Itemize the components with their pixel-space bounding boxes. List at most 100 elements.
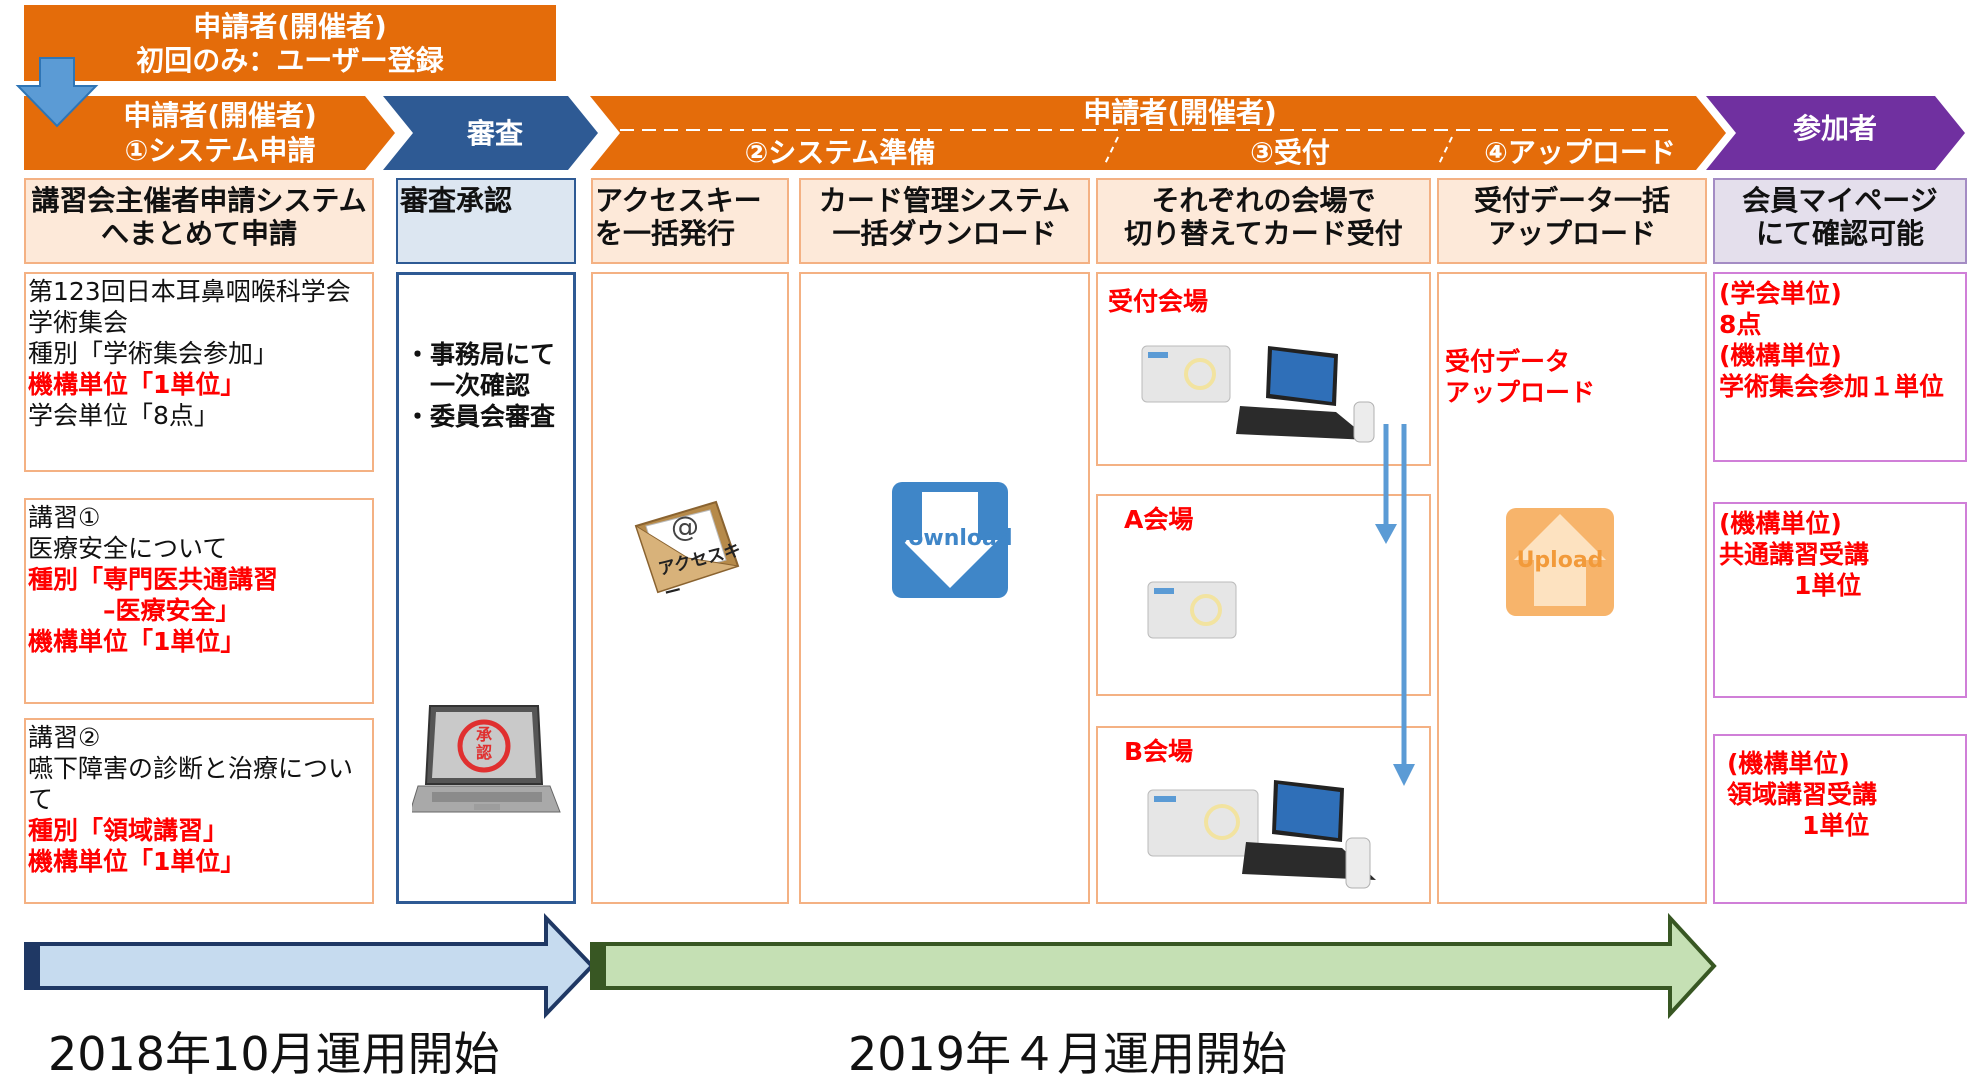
participant-entry-1-line-3: (機構単位) bbox=[1719, 341, 1842, 370]
review-point-1: ・事務局にて bbox=[405, 340, 556, 369]
approval-stamp-text: 承認 bbox=[475, 725, 492, 762]
apply-entry-1-line-2: 学術集会 bbox=[28, 308, 129, 337]
participant-entry-1-line-2: 8点 bbox=[1719, 310, 1762, 339]
venue-b-label: B会場 bbox=[1124, 737, 1194, 766]
registration-arrow bbox=[15, 57, 99, 128]
envelope-at-sign: @ bbox=[671, 510, 699, 543]
participant-entry-3-line-3: 1単位 bbox=[1727, 811, 1870, 840]
apply-label-line2: へまとめて申請 bbox=[100, 217, 297, 250]
reception-equipment bbox=[1141, 345, 1375, 443]
participant-entry-1-line-1: (学会単位) bbox=[1719, 279, 1842, 308]
apply-entry-2: 講習① 医療安全について 種別「専門医共通講習 –医療安全」 機構単位「1単位」 bbox=[24, 498, 374, 704]
approval-laptop-icon bbox=[412, 705, 561, 813]
apply-entry-3-line-2: 嚥下障害の診断と治療につい bbox=[28, 754, 354, 783]
member-card-icon bbox=[1141, 345, 1231, 403]
top-banner: 申請者(開催者) 初回のみ：ユーザー登録 bbox=[24, 5, 556, 81]
step1-header-line2: ①システム申請 bbox=[124, 134, 316, 167]
participant-entry-2-line-2: 共通講習受講 bbox=[1719, 540, 1870, 569]
main-chevron bbox=[590, 96, 1726, 170]
apply-entry-3-line-3: て bbox=[28, 785, 54, 814]
apply-entry-1-line-1: 第123回日本耳鼻咽喉科学会 bbox=[28, 277, 351, 306]
approve-label-box: 審査承認 bbox=[396, 178, 576, 264]
header-divider-2 bbox=[1437, 136, 1453, 167]
review-chevron bbox=[383, 96, 598, 170]
participant-entry-3-line-2: 領域講習受講 bbox=[1727, 780, 1878, 809]
mypage-label-line2: にて確認可能 bbox=[1755, 217, 1924, 250]
step1-header-line1: 申請者(開催者) bbox=[123, 99, 317, 132]
card-system-label-box: カード管理システム 一括ダウンロード bbox=[799, 178, 1090, 264]
card-system-label-line2: 一括ダウンロード bbox=[832, 217, 1057, 250]
review-point-3: ・委員会審査 bbox=[405, 402, 556, 431]
access-key-label-line2: を一括発行 bbox=[595, 217, 736, 250]
review-header: 審査 bbox=[466, 117, 523, 150]
step3-header: ③受付 bbox=[1250, 136, 1330, 169]
access-key-panel bbox=[591, 272, 789, 904]
step2-header: ②システム準備 bbox=[744, 136, 936, 169]
apply-entry-1-line-3: 種別「学術集会参加」 bbox=[28, 339, 279, 368]
review-point-2: 一次確認 bbox=[405, 371, 531, 400]
apply-entry-2-line-4: –医療安全」 bbox=[28, 596, 241, 625]
reception-upload-label-box: 受付データ一括 アップロード bbox=[1437, 178, 1707, 264]
envelope-icon bbox=[634, 500, 740, 594]
header-divider-1 bbox=[1103, 136, 1119, 167]
card-system-label-line1: カード管理システム bbox=[818, 184, 1071, 217]
apply-entry-3-line-4: 種別「領域講習」 bbox=[28, 816, 229, 845]
header-chevrons bbox=[15, 57, 1965, 170]
laptop-icon bbox=[1236, 346, 1370, 440]
apply-entry-3-line-5: 機構単位「1単位」 bbox=[28, 847, 246, 876]
timeline-arrow-2019-cap bbox=[592, 944, 606, 988]
participant-entry-3: (機構単位) 領域講習受講 1単位 bbox=[1713, 734, 1967, 904]
reception-venue-label: 受付会場 bbox=[1108, 287, 1209, 316]
venue-b-equipment bbox=[1147, 780, 1376, 889]
laptop-icon bbox=[1242, 780, 1376, 880]
participant-entry-1-line-4: 学術集会参加１単位 bbox=[1719, 372, 1945, 401]
timeline-arrows bbox=[24, 912, 1717, 1020]
download-label: Download bbox=[890, 526, 1013, 551]
apply-label-line1: 講習会主催者申請システム bbox=[31, 184, 367, 217]
participant-entry-2-line-1: (機構単位) bbox=[1719, 509, 1842, 538]
venue-switch-label-line2: 切り替えてカード受付 bbox=[1124, 217, 1403, 250]
top-banner-line2: 初回のみ：ユーザー登録 bbox=[136, 44, 444, 77]
step4-header: ④アップロード bbox=[1484, 136, 1676, 169]
participant-chevron bbox=[1706, 96, 1965, 170]
apply-entry-2-line-5: 機構単位「1単位」 bbox=[28, 627, 246, 656]
venue-switch-label-box: それぞれの会場で 切り替えてカード受付 bbox=[1096, 178, 1431, 264]
apply-entry-3-line-1: 講習② bbox=[28, 723, 101, 752]
venue-switch-label-line1: それぞれの会場で bbox=[1151, 184, 1376, 217]
top-banner-line1: 申請者(開催者) bbox=[193, 10, 387, 43]
timeline-start-2018: 2018年10月運用開始 bbox=[48, 1027, 500, 1081]
venue-a-card-icon bbox=[1147, 581, 1237, 639]
apply-entry-2-line-2: 医療安全について bbox=[28, 534, 228, 563]
timeline-arrow-2018-cap bbox=[26, 944, 40, 988]
approve-label: 審査承認 bbox=[400, 184, 513, 217]
reception-upload-label-line1: 受付データ一括 bbox=[1473, 184, 1670, 217]
venue-a-label: A会場 bbox=[1124, 505, 1194, 534]
upload-label: Upload bbox=[1516, 548, 1604, 573]
card-reader-icon bbox=[1345, 837, 1371, 889]
timeline-start-2019: 2019年４月運用開始 bbox=[848, 1027, 1288, 1081]
apply-entry-1: 第123回日本耳鼻咽喉科学会 学術集会 種別「学術集会参加」 機構単位「1単位」… bbox=[24, 272, 374, 472]
download-icon bbox=[892, 482, 1008, 598]
participant-entry-1: (学会単位) 8点 (機構単位) 学術集会参加１単位 bbox=[1713, 272, 1967, 462]
venue-flow-arrows bbox=[1375, 424, 1415, 786]
timeline-arrow-2018 bbox=[24, 913, 595, 1019]
step1-chevron bbox=[24, 96, 395, 170]
apply-entry-1-line-5: 学会単位「8点」 bbox=[28, 401, 219, 430]
reception-upload-label-line2: アップロード bbox=[1487, 217, 1656, 250]
participant-entry-2: (機構単位) 共通講習受講 1単位 bbox=[1713, 502, 1967, 698]
participant-entry-2-line-3: 1単位 bbox=[1719, 571, 1862, 600]
mypage-label-line1: 会員マイページ bbox=[1742, 184, 1938, 217]
main-header: 申請者(開催者) bbox=[1083, 96, 1277, 129]
apply-entry-1-line-4: 機構単位「1単位」 bbox=[28, 370, 246, 399]
upload-text-line2: アップロード bbox=[1445, 378, 1596, 407]
member-card-icon bbox=[1147, 789, 1259, 857]
mypage-label-box: 会員マイページ にて確認可能 bbox=[1713, 178, 1967, 264]
participant-entry-3-line-1: (機構単位) bbox=[1727, 749, 1850, 778]
apply-entry-2-line-1: 講習① bbox=[28, 503, 101, 532]
apply-entry-2-line-3: 種別「専門医共通講習 bbox=[28, 565, 279, 594]
upload-text-line1: 受付データ bbox=[1445, 347, 1571, 376]
card-reader-icon bbox=[1353, 401, 1375, 443]
participant-header: 参加者 bbox=[1792, 112, 1877, 145]
apply-entry-3: 講習② 嚥下障害の診断と治療につい て 種別「領域講習」 機構単位「1単位」 bbox=[24, 718, 374, 904]
access-key-label-line1: アクセスキー bbox=[595, 184, 762, 217]
